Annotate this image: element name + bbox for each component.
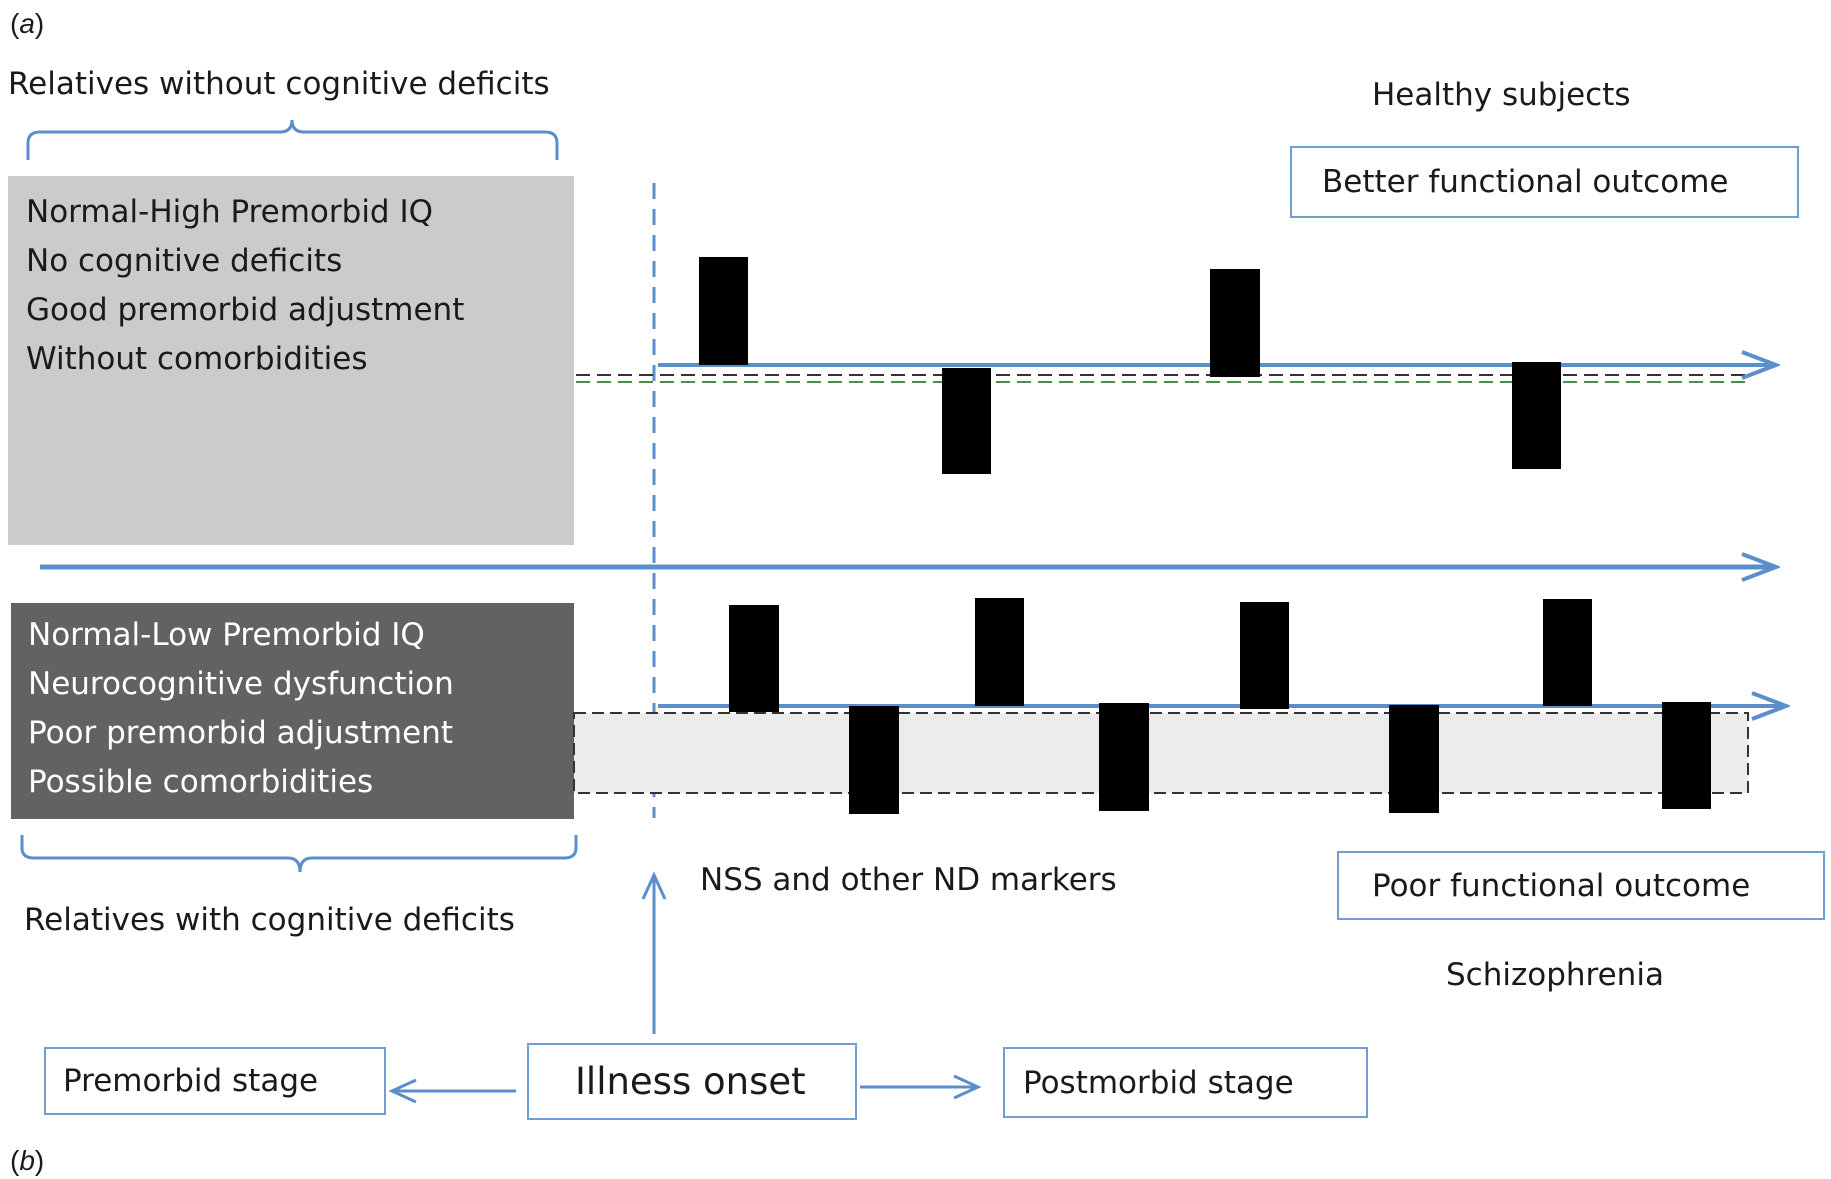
marker bbox=[975, 598, 1024, 706]
top-brace bbox=[26, 119, 559, 160]
bottom-markers bbox=[729, 598, 1711, 814]
bottom-dashed-region bbox=[573, 712, 1749, 794]
marker bbox=[699, 257, 748, 365]
top-group-box: Normal-High Premorbid IQ No cognitive de… bbox=[8, 176, 574, 545]
bottom-line-comorbidities: Possible comorbidities bbox=[28, 764, 374, 800]
top-line-cognitive: No cognitive deficits bbox=[26, 243, 343, 279]
top-line-comorbidities: Without comorbidities bbox=[26, 341, 368, 377]
relatives-without-deficits-label: Relatives without cognitive deficits bbox=[8, 66, 550, 102]
schizophrenia-label: Schizophrenia bbox=[1446, 957, 1664, 993]
relatives-with-deficits-label: Relatives with cognitive deficits bbox=[24, 902, 515, 938]
postmorbid-stage-label: Postmorbid stage bbox=[1023, 1064, 1294, 1101]
marker bbox=[1543, 599, 1592, 706]
markers-label: NSS and other ND markers bbox=[700, 862, 1117, 898]
top-line-adjustment: Good premorbid adjustment bbox=[26, 292, 465, 328]
marker bbox=[1662, 702, 1711, 809]
panel-label-b: (b) bbox=[10, 1145, 45, 1176]
bottom-line-premorbid-iq: Normal-Low Premorbid IQ bbox=[28, 617, 425, 653]
illness-onset-label: Illness onset bbox=[575, 1060, 806, 1103]
marker bbox=[1512, 362, 1561, 469]
better-outcome-label: Better functional outcome bbox=[1322, 164, 1729, 200]
top-group-lines: Normal-High Premorbid IQ No cognitive de… bbox=[26, 188, 464, 384]
poor-outcome-box: Poor functional outcome bbox=[1337, 851, 1825, 920]
bottom-line-dysfunction: Neurocognitive dysfunction bbox=[28, 666, 454, 702]
premorbid-stage-label: Premorbid stage bbox=[63, 1063, 319, 1099]
top-markers bbox=[699, 257, 1561, 474]
bottom-group-lines: Normal-Low Premorbid IQ Neurocognitive d… bbox=[28, 611, 454, 807]
marker bbox=[849, 706, 899, 814]
marker bbox=[729, 605, 779, 712]
postmorbid-stage-box: Postmorbid stage bbox=[1003, 1047, 1368, 1118]
bottom-line-adjustment: Poor premorbid adjustment bbox=[28, 715, 453, 751]
marker bbox=[942, 368, 991, 474]
marker bbox=[1210, 269, 1260, 377]
better-outcome-box: Better functional outcome bbox=[1290, 146, 1799, 218]
illness-onset-box: Illness onset bbox=[527, 1043, 857, 1120]
premorbid-stage-box: Premorbid stage bbox=[44, 1047, 386, 1115]
bottom-group-box: Normal-Low Premorbid IQ Neurocognitive d… bbox=[11, 603, 574, 819]
healthy-subjects-label: Healthy subjects bbox=[1372, 77, 1631, 113]
panel-label-a: (a) bbox=[10, 8, 45, 39]
top-line-premorbid-iq: Normal-High Premorbid IQ bbox=[26, 194, 434, 230]
marker bbox=[1240, 602, 1289, 709]
poor-outcome-label: Poor functional outcome bbox=[1372, 867, 1751, 904]
bottom-brace bbox=[20, 835, 578, 873]
marker bbox=[1389, 705, 1439, 813]
marker bbox=[1099, 703, 1149, 811]
